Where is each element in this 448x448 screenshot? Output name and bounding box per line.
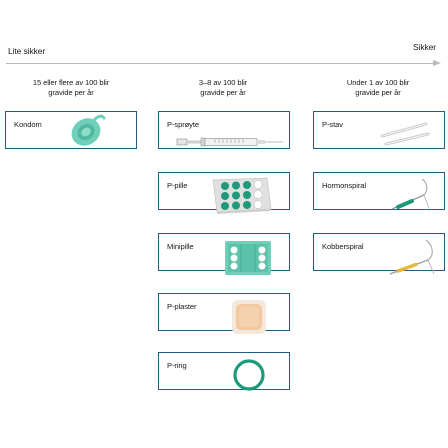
axis-arrow-icon (433, 60, 441, 66)
ring-icon (233, 359, 265, 391)
method-card-p-sproyte: P-sprøyte (158, 111, 290, 149)
condom-icon (71, 114, 106, 146)
method-label: Kobberspiral (322, 242, 364, 251)
method-label: P-pille (167, 181, 188, 190)
method-card-p-stav: P-stav (313, 111, 445, 149)
method-card-p-pille: P-pille (158, 172, 290, 214)
axis-label-high-safety: Sikker (412, 42, 436, 52)
method-card-hormonspiral: Hormonspiral (313, 172, 445, 212)
patch-icon (232, 300, 266, 334)
method-card-p-ring: P-ring (158, 352, 290, 391)
pill-pack-icon (212, 177, 272, 214)
axis-label-low-safety: Lite sikker (8, 46, 46, 56)
implant-rod-icon (380, 122, 430, 146)
minipill-pack-icon (225, 241, 271, 275)
method-card-minipille: Minipille (158, 233, 290, 275)
method-label: P-ring (167, 361, 187, 370)
hormonal-iud-icon (391, 178, 431, 212)
method-label: Hormonspiral (322, 181, 366, 190)
method-label: P-sprøyte (167, 120, 200, 129)
safety-axis-line (6, 63, 436, 64)
method-label: P-stav (322, 120, 343, 129)
method-card-kobberspiral: Kobberspiral (313, 233, 445, 275)
method-card-p-plaster: P-plaster (158, 293, 290, 334)
copper-iud-icon (389, 239, 435, 275)
syringe-icon (176, 137, 283, 147)
method-card-kondom: Kondom (5, 111, 137, 149)
method-label: P-plaster (167, 302, 197, 311)
method-label: Kondom (14, 120, 42, 129)
method-label: Minipille (167, 242, 194, 251)
